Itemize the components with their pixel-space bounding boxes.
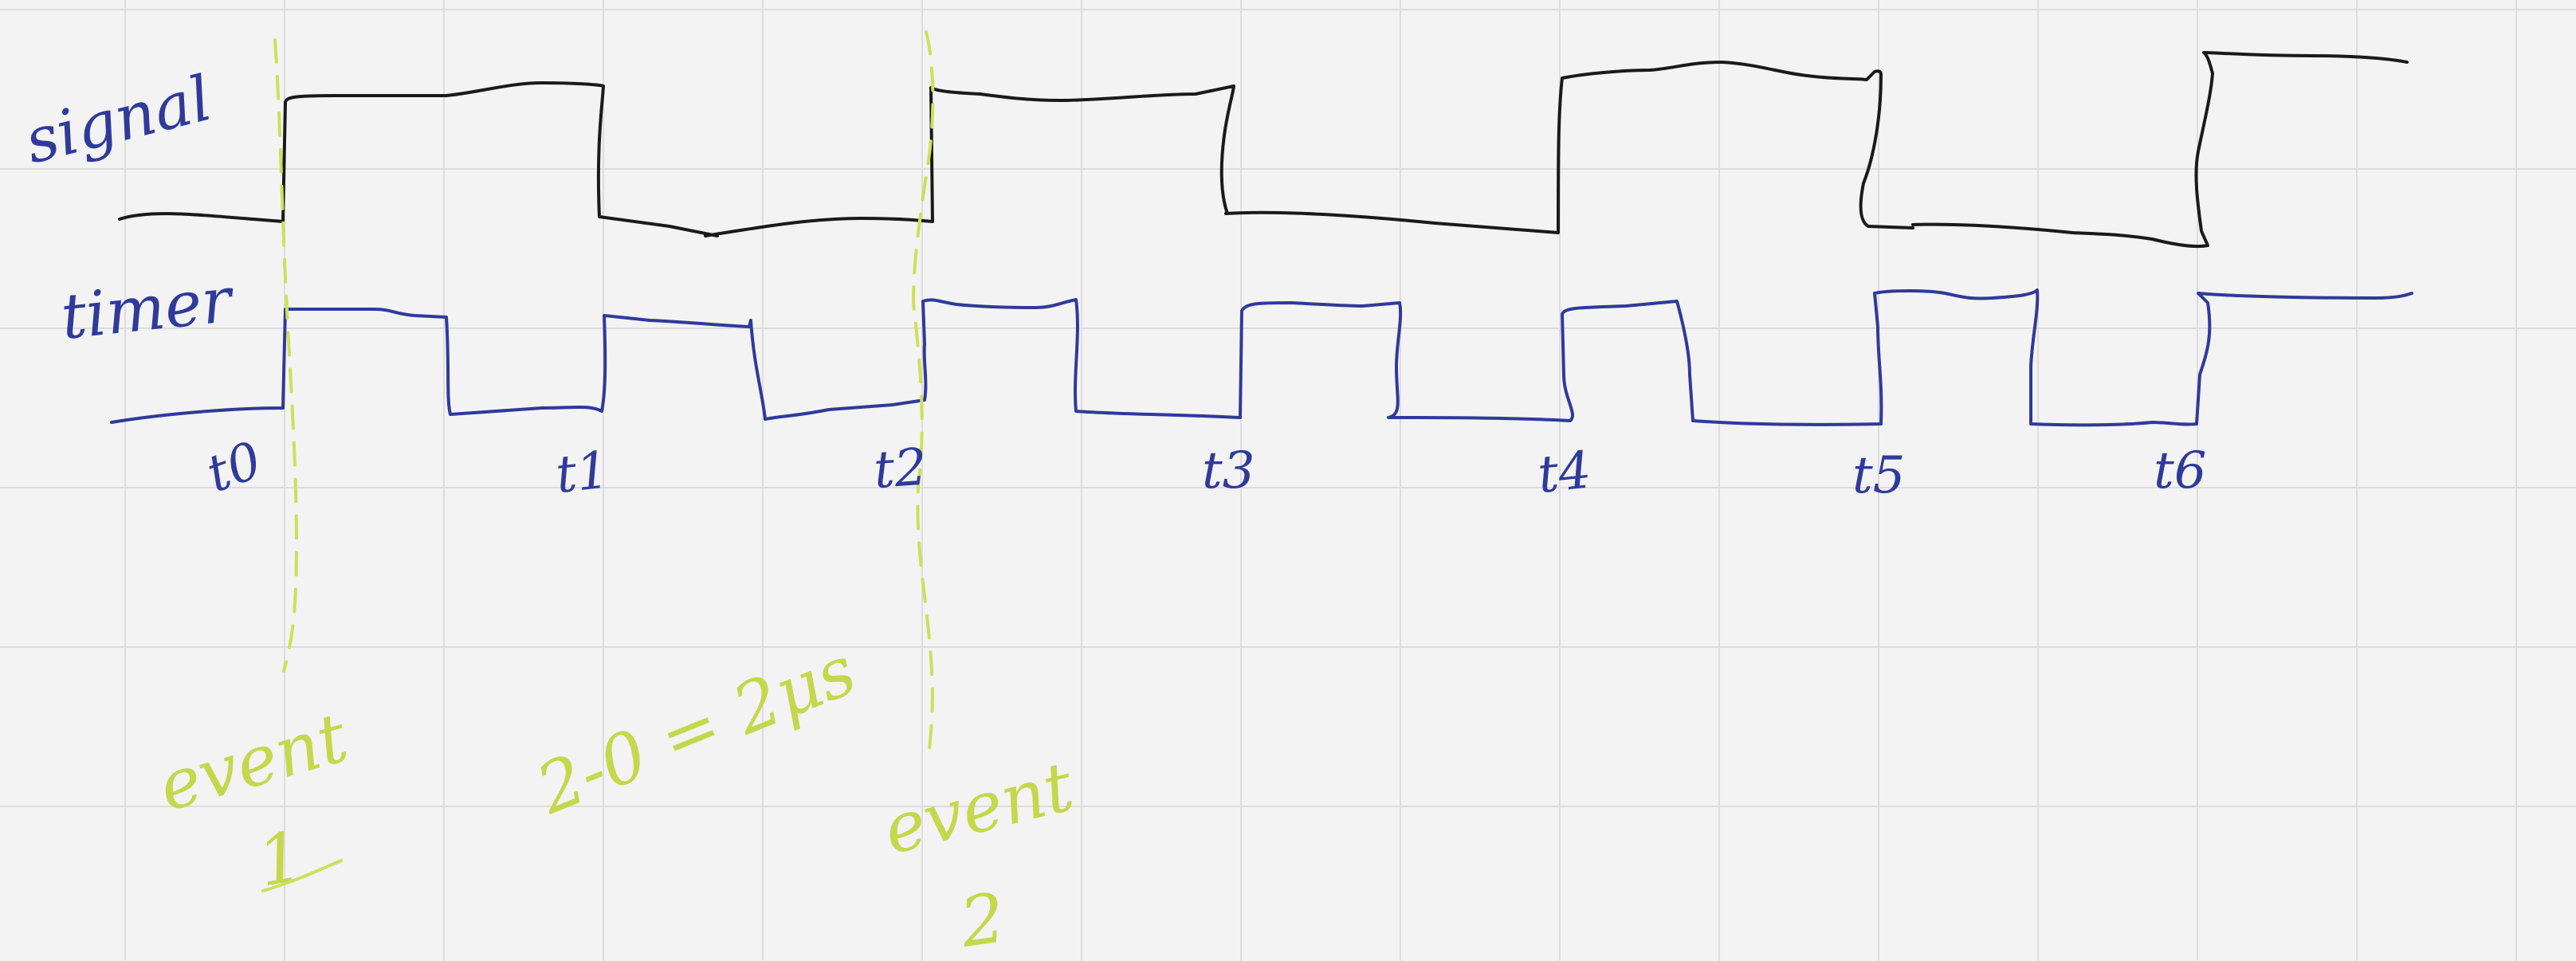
timer-waveform (110, 288, 2413, 427)
tick-label-t2: t2 (872, 438, 929, 500)
tick-label-t5: t5 (1852, 446, 1905, 505)
signal-waveform (118, 51, 2409, 249)
event-2-label: event (876, 747, 1082, 870)
tick-label-t3: t3 (1202, 441, 1255, 500)
signal-row-label: signal (18, 63, 218, 178)
time-difference-note: 2-0 = 2μs (525, 630, 866, 830)
event-2-marker (912, 30, 935, 751)
event-1-marker (273, 38, 298, 673)
tick-label-t1: t1 (553, 441, 612, 505)
tick-label-t6: t6 (2154, 441, 2206, 500)
tick-label-t0: t0 (199, 431, 269, 504)
tick-label-t4: t4 (1535, 441, 1594, 505)
event-1-number: 1 (252, 817, 308, 903)
tick-labels: t0 t1 t2 t3 t4 t5 t6 (199, 431, 2206, 505)
event-1-underline (261, 859, 343, 892)
event-1-label: event (150, 698, 356, 827)
timer-row-label: timer (58, 265, 239, 354)
event-2-number: 2 (955, 878, 1010, 961)
